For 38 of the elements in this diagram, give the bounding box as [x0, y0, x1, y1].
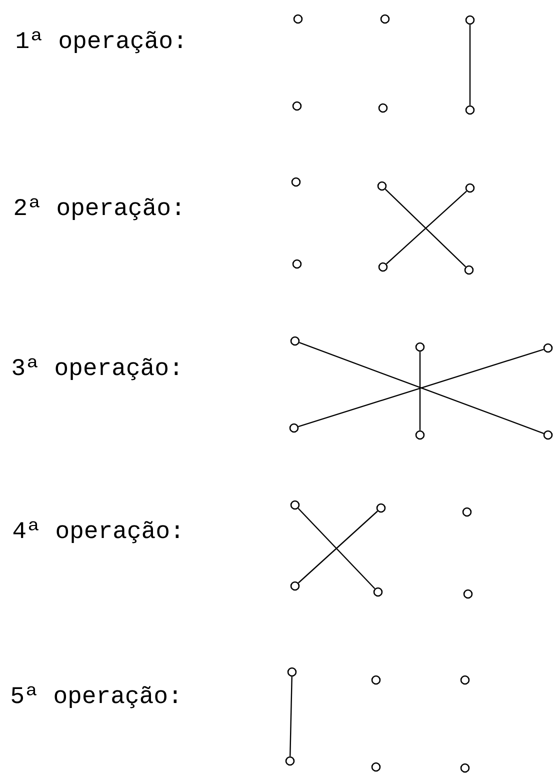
node-circle [290, 500, 300, 510]
node-circle [371, 675, 381, 685]
node-circle [462, 507, 472, 517]
node-circle [415, 342, 425, 352]
connecting-line [469, 24, 471, 106]
node-circle [378, 262, 388, 272]
node-circle [543, 430, 553, 440]
node-circle [292, 101, 302, 111]
node-circle [292, 259, 302, 269]
operation-label: 1ª operação: [16, 31, 182, 54]
node-circle [464, 265, 474, 275]
node-circle [465, 15, 475, 25]
connecting-line [290, 676, 292, 756]
connecting-line [419, 352, 421, 430]
node-circle [380, 14, 390, 24]
node-circle [285, 756, 295, 766]
node-circle [378, 103, 388, 113]
node-circle [371, 762, 381, 772]
node-circle [460, 675, 470, 685]
node-circle [290, 581, 300, 591]
node-circle [415, 430, 425, 440]
operation-label: 3ª operação: [12, 358, 178, 380]
node-circle [373, 587, 383, 597]
node-circle [377, 181, 387, 191]
node-circle [465, 183, 475, 193]
operation-label: 2ª operação: [14, 198, 180, 220]
node-circle [463, 589, 473, 599]
node-circle [293, 14, 303, 24]
node-circle [289, 423, 299, 433]
node-circle [291, 177, 301, 187]
node-circle [543, 343, 553, 353]
node-circle [460, 763, 470, 773]
node-circle [287, 667, 297, 677]
operation-label: 4ª operação: [13, 521, 179, 544]
operation-label: 5ª operação: [12, 686, 177, 708]
node-circle [465, 105, 475, 115]
node-circle [290, 336, 300, 346]
node-circle [376, 503, 386, 513]
